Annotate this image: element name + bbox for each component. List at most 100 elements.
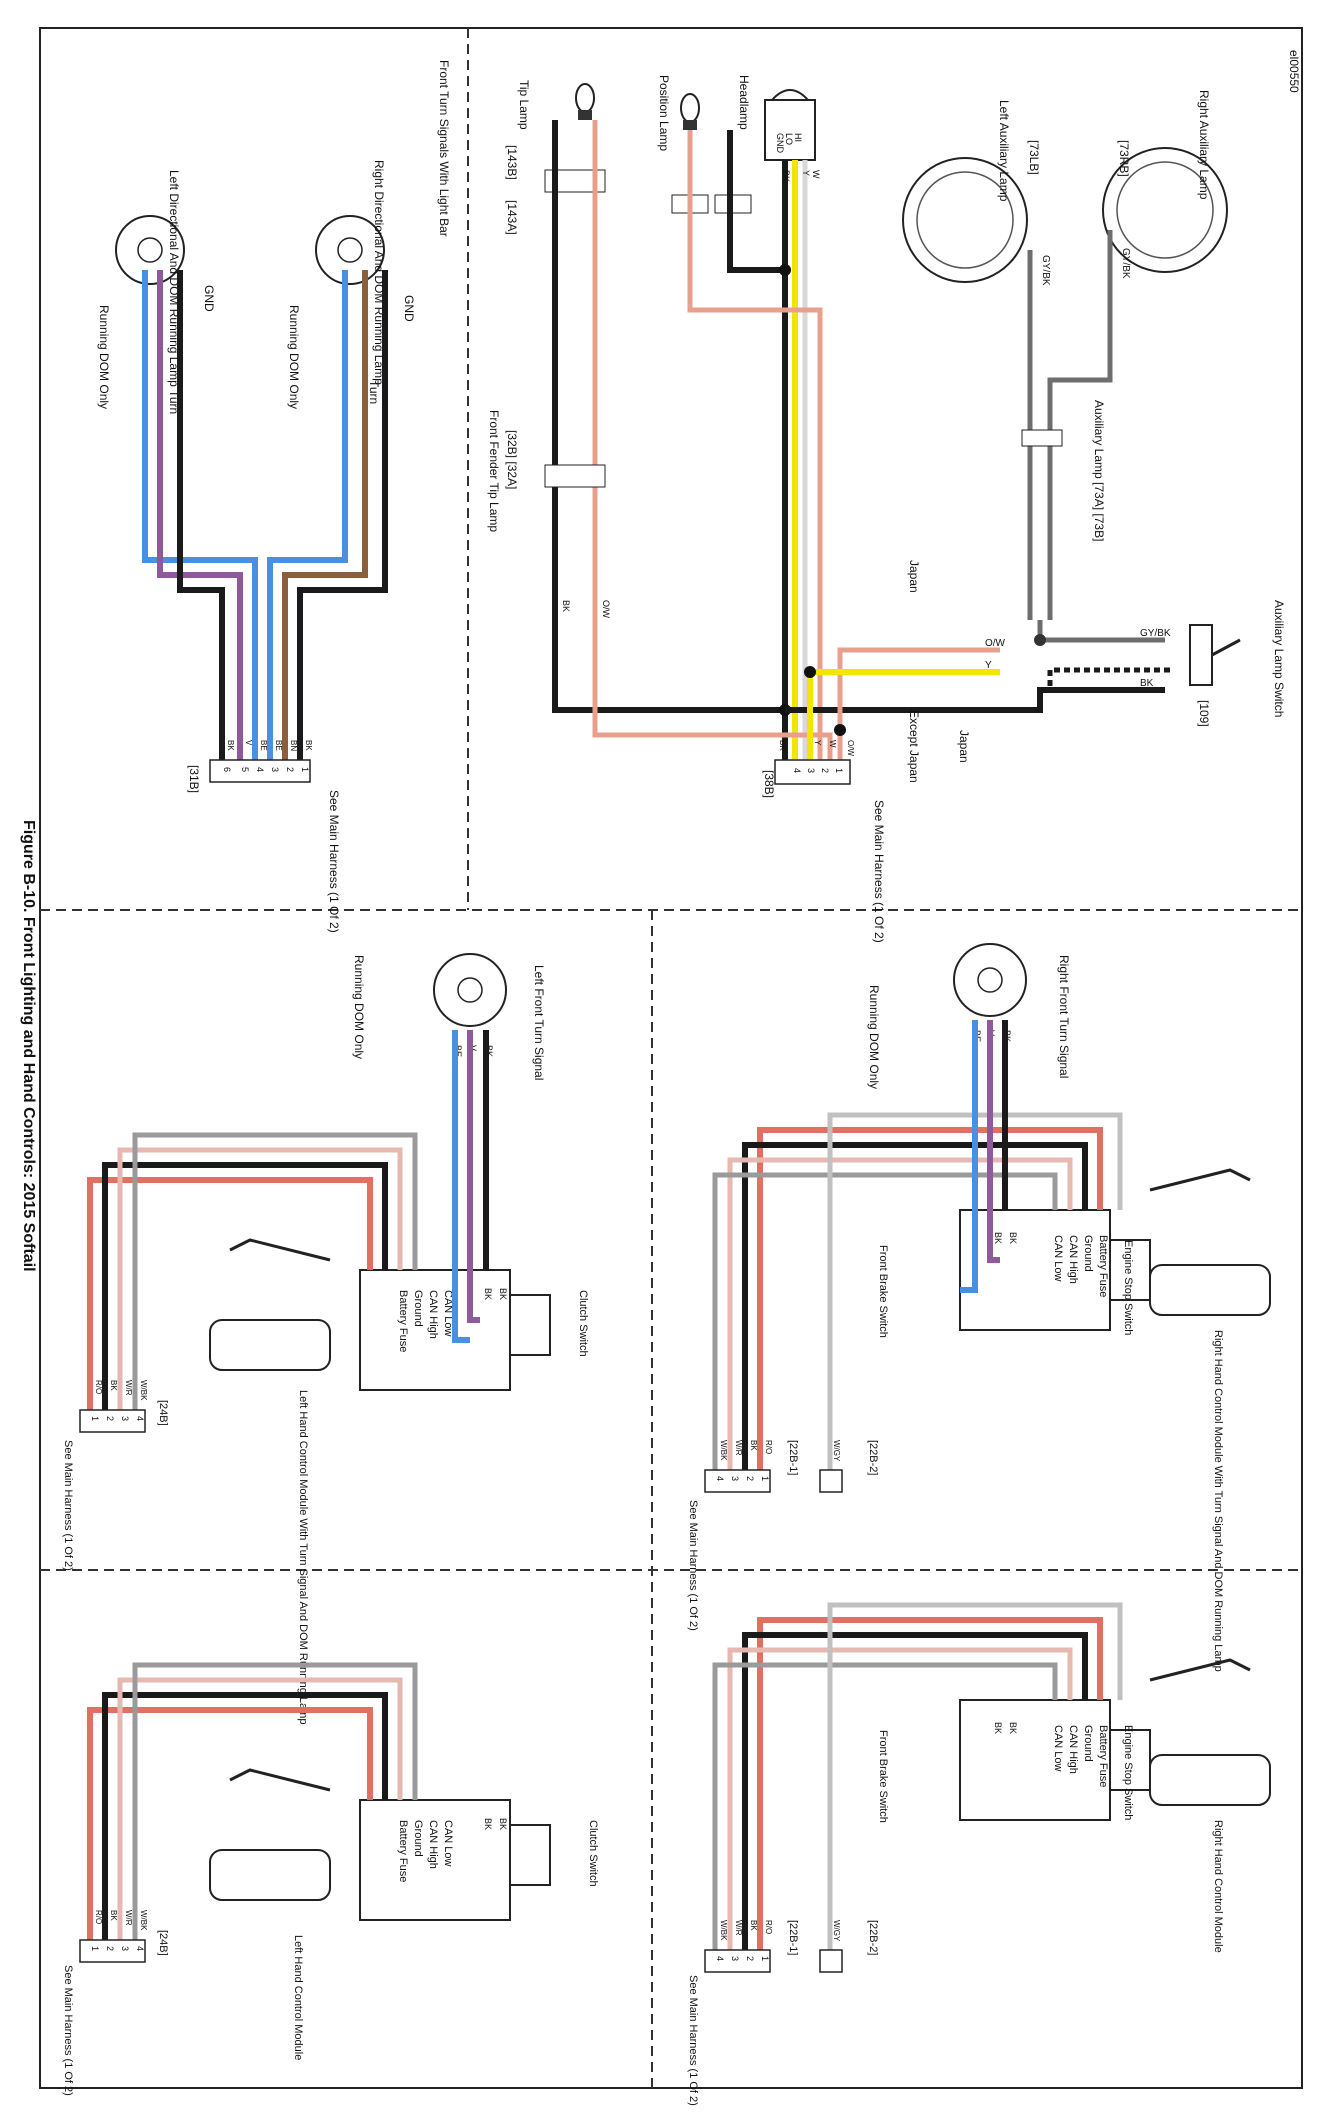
f-ground-label: Ground (412, 1820, 424, 1857)
d-can-high-label: CAN High (427, 1290, 439, 1339)
f-module-box (359, 1799, 511, 1921)
d-bk-1: BK (498, 1288, 508, 1300)
switch-wire-bk: BK (1140, 678, 1154, 689)
c-pin-4: 4 (715, 1476, 725, 1481)
headlamp-icon (764, 89, 816, 161)
right-aux-lamp-icon (1102, 147, 1228, 273)
c-pin-2: 2 (745, 1476, 755, 1481)
e-grip (1149, 1754, 1271, 1806)
splice-y (804, 666, 816, 678)
conn-38b-wire-2: W (828, 740, 837, 748)
conn-31b-wire-1: BK (304, 740, 313, 751)
conn-38b-wire-1: O/W (846, 740, 855, 756)
wire-b-bn (282, 270, 368, 760)
d-ground-label: Ground (412, 1290, 424, 1327)
c-bk-1: BK (1008, 1232, 1018, 1244)
turn-signals-title: Front Turn Signals With Light Bar (437, 60, 451, 237)
conn-31b-label: [31B] (187, 765, 201, 793)
harness-38b-see-main: See Main Harness (1 Of 2) (872, 800, 886, 943)
e-module-label: Right Hand Control Module (1212, 1820, 1224, 1953)
left-running-dom-label: Running DOM Only (97, 305, 111, 409)
right-aux-lamp-label: Right Auxiliary Lamp (1197, 90, 1211, 200)
conn-31b-pin-2: 2 (285, 767, 295, 772)
d-see-main: See Main Harness (1 Of 2) (62, 1440, 74, 1571)
d-wire-wbk (132, 1132, 418, 1410)
c-wire-be (960, 1020, 978, 1293)
conn-73rb-label: [73RB] (1117, 140, 1131, 177)
wire-tip-bk (552, 120, 785, 713)
d-wire-wr (117, 1147, 403, 1410)
f-wire-label-4: R/O (94, 1910, 103, 1924)
conn-143b-label: [143B] (505, 145, 519, 180)
conn-32 (544, 464, 606, 488)
wire-b-bk-left (177, 270, 225, 760)
f-pin-2: 2 (105, 1946, 115, 1951)
e-wire-wbk (712, 1662, 1058, 1950)
c-wire-label-1: R/O (764, 1440, 773, 1454)
splice-bk-1 (779, 264, 791, 276)
wire-b-be-left (142, 270, 258, 760)
conn-31b-pin-3: 3 (270, 767, 280, 772)
e-see-main: See Main Harness (1 Of 2) (687, 1975, 699, 2106)
c-grip (1149, 1264, 1271, 1316)
e-wire-bk (742, 1632, 1088, 1950)
e-bk-2: BK (993, 1722, 1003, 1734)
c-battery-fuse-label: Battery Fuse (1097, 1235, 1109, 1297)
c-wire-wbk (712, 1172, 1058, 1470)
conn-31b (209, 759, 311, 783)
right-front-turn-label: Right Front Turn Signal (1057, 955, 1071, 1078)
d-bk-2: BK (483, 1288, 493, 1300)
c-wire-label-4: W/BK (719, 1440, 728, 1461)
e-pin-1: 1 (760, 1956, 770, 1961)
e-pin-4: 4 (715, 1956, 725, 1961)
c-see-main: See Main Harness (1 Of 2) (687, 1500, 699, 1631)
conn-143 (544, 169, 606, 193)
aux-lamp-switch-label: Auxiliary Lamp Switch (1272, 600, 1286, 717)
e-wgy-label: W/GY (832, 1920, 841, 1942)
e-brake-lever (1149, 1658, 1251, 1682)
japan-label-2: Japan (957, 730, 971, 763)
conn-38b-pin-2: 2 (820, 768, 830, 773)
right-front-turn-signal-icon (953, 943, 1027, 1017)
f-can-low-label: CAN Low (442, 1820, 454, 1867)
position-lamp-label: Position Lamp (657, 75, 671, 151)
d-clutch-switch-label: Clutch Switch (577, 1290, 589, 1357)
c-pin-3: 3 (730, 1476, 740, 1481)
c-module-label: Right Hand Control Module With Turn Sign… (1212, 1330, 1224, 1672)
right-gnd-label: GND (402, 295, 416, 322)
d-wire-label-4: R/O (94, 1380, 103, 1394)
d-clutch-switch-box (509, 1294, 551, 1356)
c-conn-22b1 (704, 1469, 771, 1493)
conn-38b-label: [38B] (762, 770, 776, 798)
conn-31b-pin-1: 1 (300, 767, 310, 772)
f-clutch-switch-label: Clutch Switch (587, 1820, 599, 1887)
c-can-low-label: CAN Low (1052, 1235, 1064, 1282)
splice-ow (834, 724, 846, 736)
panel-right-hand-turn: Right Front Turn Signal Running DOM Only… (687, 943, 1271, 1672)
wire-b-bk-right (297, 270, 388, 760)
panel-turn-signals: Front Turn Signals With Light Bar Right … (97, 60, 451, 933)
wire-b-be-right (267, 270, 348, 760)
e-module-box (959, 1699, 1111, 1821)
outer-frame (39, 27, 1303, 2089)
d-wire-label-1: W/BK (139, 1380, 148, 1401)
c-can-high-label: CAN High (1067, 1235, 1079, 1284)
f-grip (209, 1849, 331, 1901)
f-wire-label-2: W/R (124, 1910, 133, 1926)
left-directional-lamp-icon (115, 215, 185, 285)
f-wire-wr (117, 1677, 403, 1940)
conn-73a-73b (1021, 429, 1063, 447)
gybk-label-2: GY/BK (1040, 255, 1051, 286)
except-japan-label: Except Japan (907, 710, 921, 783)
c-module-switch (1109, 1239, 1151, 1301)
right-directional-lamp-icon (315, 215, 385, 285)
headlamp-pin-lo: LO (784, 133, 794, 145)
conn-31b-pins: 1 2 3 4 5 6 (222, 767, 310, 772)
tip-lamp-label: Tip Lamp (517, 80, 531, 130)
conn-38b-pin-4: 4 (792, 768, 802, 773)
figure-caption: Figure B-10. Front Lighting and Hand Con… (20, 820, 37, 1272)
conn-38b-wire-4: BK (778, 740, 787, 751)
e-wire-wgy (827, 1602, 1123, 1950)
conn-31b-pin-5: 5 (240, 767, 250, 772)
d-pin-3: 3 (120, 1416, 130, 1421)
